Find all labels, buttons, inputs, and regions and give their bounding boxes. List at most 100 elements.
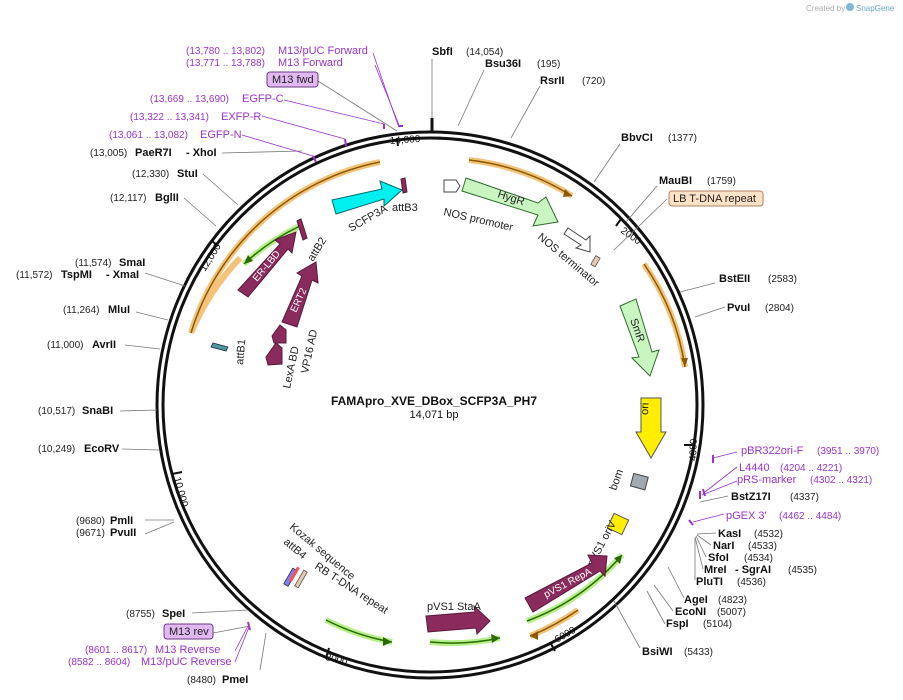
repa-green-arc xyxy=(526,554,623,622)
primer-prs-marker-coord: (4302 .. 4321) xyxy=(810,475,872,486)
site-ecorv-coord: (10,249) xyxy=(38,444,75,455)
pvs1-oriv-feature-box xyxy=(606,512,630,536)
attb1-label: attB1 xyxy=(234,339,248,366)
site-bsiwi-name: BsiWI xyxy=(642,646,673,658)
leader-tspmi xyxy=(144,272,186,287)
site-agei-coord: (4823) xyxy=(718,595,747,606)
site-bsteii-name: BstEII xyxy=(719,273,750,285)
site-snabi-name: SnaBI xyxy=(82,405,113,417)
nos-terminator-label: NOS terminator xyxy=(535,231,602,290)
primer-m13-puc-forward-name: M13/pUC Forward xyxy=(278,45,368,57)
leader-m13-reverse xyxy=(234,625,249,652)
leader-m13-fwd-tag xyxy=(317,80,398,132)
smr-arc-arrow-icon xyxy=(681,358,688,367)
tick-10000 xyxy=(171,471,183,475)
m13-rev-tag-label: M13 rev xyxy=(169,626,209,638)
bom-feature-box xyxy=(629,472,649,491)
site-kasi-coord: (4532) xyxy=(754,529,783,540)
site-sbfi-name: SbfI xyxy=(432,46,453,58)
repa-green-arrow-icon xyxy=(614,555,622,564)
upper-left-arc xyxy=(190,161,381,334)
leader-bstz17i xyxy=(699,495,729,503)
backbone-outer-ring xyxy=(155,130,705,680)
hygr-arc-arrow-icon xyxy=(563,189,572,197)
attb1-marker xyxy=(210,342,229,352)
primer-exfp-r-coord: (13,322 .. 13,341) xyxy=(130,112,209,123)
leader-mrei xyxy=(694,536,704,570)
tick-12000 xyxy=(210,239,219,247)
site-bbvci-name: BbvCI xyxy=(621,132,653,144)
er-lbd-feature-arrow xyxy=(237,231,297,298)
site-xhoi-name: - XhoI xyxy=(186,147,217,159)
primer-m13-puc-forward-coord: (13,780 .. 13,802) xyxy=(186,46,265,57)
lb-t-dna-repeat-tag-label: LB T-DNA repeat xyxy=(673,193,756,205)
credit-text: Created by xyxy=(806,4,845,13)
leader-pvuii xyxy=(144,521,175,535)
primer-m13-puc-reverse-name: M13/pUC Reverse xyxy=(141,656,231,668)
site-maubi-coord: (1759) xyxy=(707,176,736,187)
leader-bsu36i xyxy=(457,69,485,127)
leader-bbvci xyxy=(593,143,621,183)
leader-egfp-c xyxy=(283,99,385,125)
primer-prs-marker-name: pRS-marker xyxy=(737,474,797,486)
tick-marks xyxy=(171,118,694,659)
smr-feature-arrow xyxy=(619,298,660,377)
attb3-label: attB3 xyxy=(392,202,418,214)
tick-2000 xyxy=(615,218,622,227)
snapgene-logo-icon xyxy=(846,3,854,11)
er-lbd-arc-arrow-icon xyxy=(244,255,253,264)
site-smai-coord: (11,574) xyxy=(75,258,112,269)
site-pvui-coord: (2804) xyxy=(765,303,794,314)
site-pmli-coord: (9680) xyxy=(76,516,105,527)
bottom-left-green-glow-arc xyxy=(324,617,393,645)
lower-right-arc-arrow-icon xyxy=(530,631,538,640)
primer-pgex3-name: pGEX 3' xyxy=(726,510,767,522)
m13-rev-tag-box xyxy=(163,623,214,640)
site-sbfi-coord: (14,054) xyxy=(466,47,503,58)
site-maubi-name: MauBI xyxy=(659,175,692,187)
tick-14000 xyxy=(396,137,399,147)
primer-tick-egfp-n xyxy=(312,155,317,163)
site-fspi-coord: (5104) xyxy=(703,619,732,630)
site-pluti-coord: (4536) xyxy=(737,577,766,588)
site-econi-coord: (5007) xyxy=(717,607,746,618)
rb-t-dna-repeat-marker xyxy=(294,569,308,589)
smr-arc xyxy=(643,263,686,368)
site-stui-coord: (12,330) xyxy=(132,169,169,180)
site-mrei-name: MreI xyxy=(704,564,727,576)
attb3-marker xyxy=(400,177,408,194)
primer-m13-forward-coord: (13,771 .. 13,788) xyxy=(186,58,265,69)
site-rsrii-name: RsrII xyxy=(540,75,564,87)
site-sgrai-coord: (4535) xyxy=(788,565,817,576)
site-bstz17i-coord: (4337) xyxy=(790,492,819,503)
leader-spei xyxy=(191,609,249,614)
leader-m13-rev-tag xyxy=(212,625,251,634)
backbone-inner-ring xyxy=(161,136,699,674)
site-sfoi-name: SfoI xyxy=(708,552,729,564)
vp16-ad-feature-arrow xyxy=(271,324,287,344)
primer-l4440-coord: (4204 .. 4221) xyxy=(780,463,842,474)
site-mlui-name: MluI xyxy=(108,304,130,316)
leader-paer7i xyxy=(221,150,303,154)
leader-agei xyxy=(667,566,685,599)
site-mlui-coord: (11,264) xyxy=(63,305,100,316)
site-smai-name: SmaI xyxy=(119,257,145,269)
pvs1-staa-label: pVS1 StaA xyxy=(427,601,481,613)
site-paer7i-name: PaeR7I xyxy=(135,147,172,159)
bom-label: bom xyxy=(608,468,627,492)
primer-tick-pgex3 xyxy=(688,519,694,526)
site-bsteii-coord: (2583) xyxy=(768,274,797,285)
leader-maubi xyxy=(625,185,658,223)
pvs1-staa-feature-arrow xyxy=(425,604,491,636)
site-stui-name: StuI xyxy=(177,168,198,180)
primer-egfp-n-name: EGFP-N xyxy=(200,129,242,141)
leader-exfp-r xyxy=(261,115,346,140)
primer-pgex3-coord: (4462 .. 4484) xyxy=(779,511,841,522)
site-bbvci-coord: (1377) xyxy=(668,133,697,144)
attb2-marker xyxy=(296,218,308,241)
lb-t-dna-repeat-tag-box xyxy=(668,190,764,207)
site-ecorv-name: EcoRV xyxy=(84,443,120,455)
leader-m13-puc-reverse xyxy=(234,626,250,663)
leader-snabi xyxy=(119,409,158,412)
site-avrii-name: AvrII xyxy=(92,339,116,351)
